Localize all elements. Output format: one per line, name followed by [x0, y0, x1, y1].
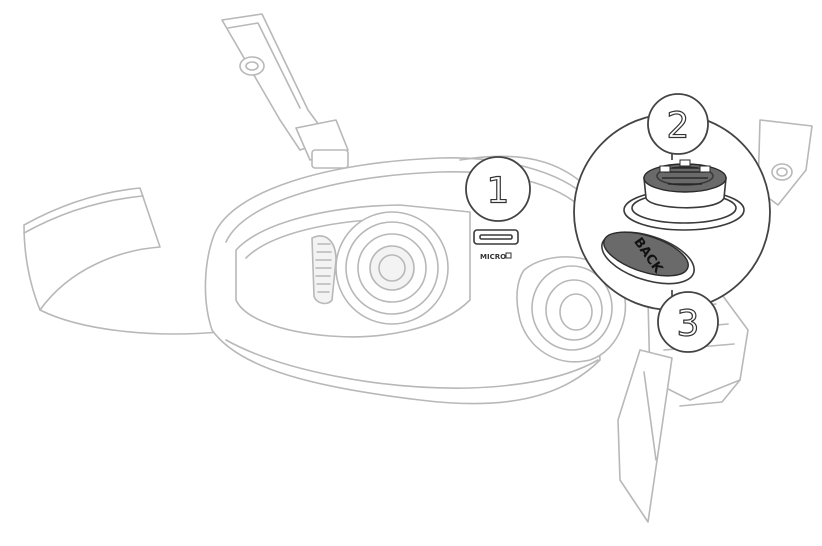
callout-number: 3: [677, 304, 700, 345]
lens-adapter: [623, 159, 745, 231]
slot-label: MICRO: [480, 253, 506, 261]
top-strap-hinge: [221, 13, 349, 169]
callout-number: 1: [487, 171, 510, 212]
callout-3: 3: [657, 291, 719, 353]
detail-zoom-circle: BACK: [573, 113, 771, 311]
callout-number: 2: [667, 106, 690, 147]
left-lens: [335, 211, 449, 325]
microsd-slot: MICRO: [473, 229, 519, 261]
callout-2: 2: [647, 93, 709, 155]
callout-1: 1: [465, 156, 531, 222]
back-cover: BACK: [601, 231, 695, 285]
left-headstrap: [23, 187, 221, 335]
